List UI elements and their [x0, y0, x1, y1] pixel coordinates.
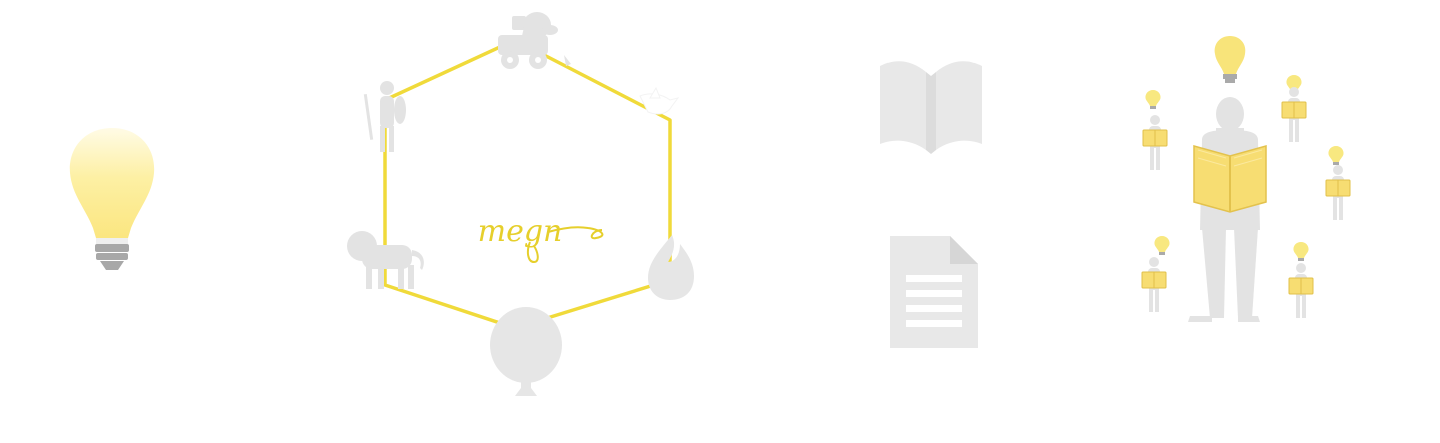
fire-icon — [648, 235, 694, 300]
bird-icon — [639, 86, 680, 115]
lightbulb-icon — [69, 128, 155, 270]
hexagon-panel: megn — [330, 0, 710, 443]
small-reader-1 — [1142, 90, 1168, 171]
documents-panel — [860, 0, 1010, 443]
small-reader-4 — [1141, 236, 1170, 313]
toy-dog-icon — [498, 12, 571, 69]
documents-graphic — [880, 57, 982, 348]
warrior-icon — [363, 81, 406, 152]
center-word-flourish — [547, 226, 604, 240]
small-reader-3 — [1325, 146, 1351, 221]
lightbulb-panel — [40, 0, 190, 443]
readers-panel — [1120, 0, 1380, 443]
hexagon-outline — [383, 38, 672, 330]
readers-graphic — [1141, 36, 1351, 322]
hexagon-diagram: megn — [347, 12, 694, 396]
document-icon — [890, 236, 978, 348]
small-reader-5 — [1288, 242, 1314, 319]
person-reading-icon — [1188, 97, 1267, 322]
open-book-icon — [880, 57, 982, 154]
tree-icon — [490, 307, 562, 396]
center-word-descender — [526, 241, 539, 264]
lion-icon — [347, 231, 424, 289]
lightbulb-icon — [1214, 36, 1246, 83]
small-reader-2 — [1281, 75, 1307, 143]
